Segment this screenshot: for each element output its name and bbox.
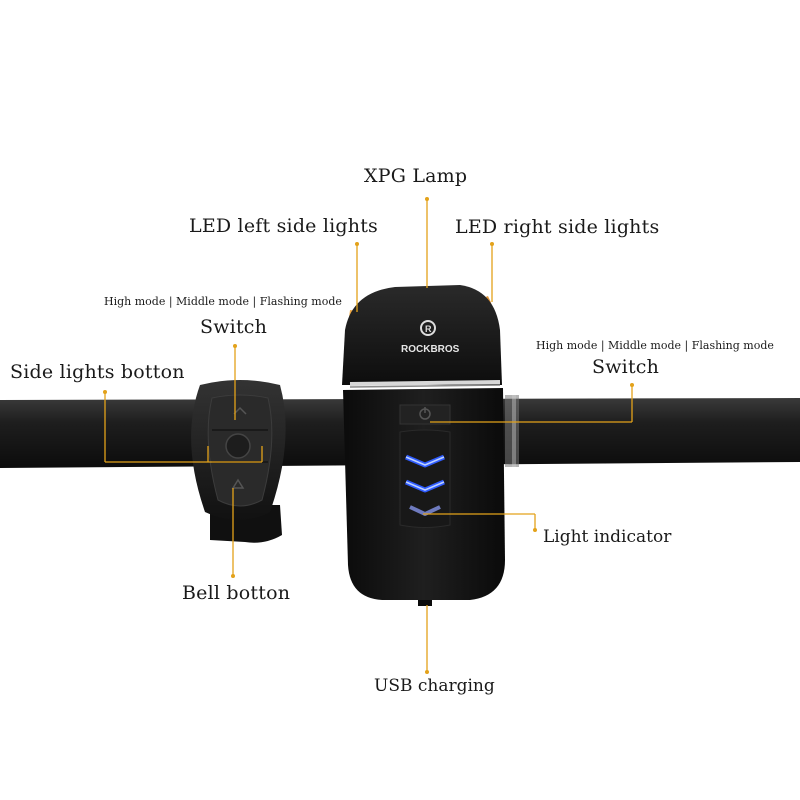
leader-lines	[104, 199, 633, 672]
svg-text:R: R	[425, 324, 432, 334]
xpg-lamp-label: XPG Lamp	[364, 165, 468, 187]
modes-right-label: High mode | Middle mode | Flashing mode	[536, 339, 774, 352]
leader-dots	[103, 197, 634, 674]
rockbros-logo: R	[420, 320, 436, 336]
modes-left-label: High mode | Middle mode | Flashing mode	[104, 295, 342, 308]
lamp-body	[343, 388, 505, 606]
led-left-side-lights-label: LED left side lights	[189, 215, 378, 237]
switch-left-label: Switch	[200, 316, 268, 338]
usb-charging-label: USB charging	[374, 676, 495, 696]
light-indicator-label: Light indicator	[543, 527, 672, 547]
bell-button-label: Bell botton	[182, 582, 291, 604]
remote-control	[191, 380, 286, 543]
side-lights-button-label: Side lights botton	[10, 361, 185, 383]
brand-name: ROCKBROS	[401, 344, 460, 355]
led-right-side-lights-label: LED right side lights	[455, 216, 660, 238]
xpg-lamp-head	[342, 285, 502, 388]
switch-right-label: Switch	[592, 356, 660, 378]
power-icon	[419, 407, 431, 420]
